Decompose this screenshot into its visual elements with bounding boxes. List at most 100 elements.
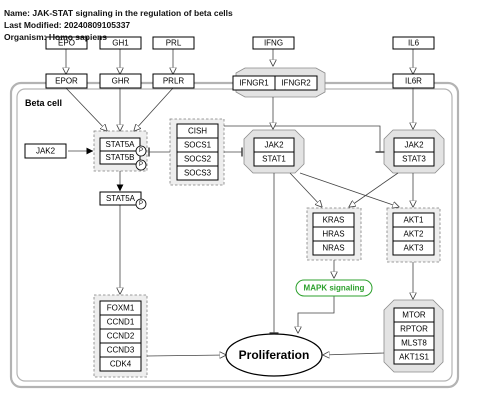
gene-akt2[interactable]: AKT2 (392, 226, 435, 242)
gene-cish[interactable]: CISH (176, 123, 219, 139)
organism: Organism: Homo sapiens (4, 32, 107, 42)
svg-text:CCND3: CCND3 (107, 346, 135, 355)
gene-foxm1[interactable]: FOXM1 (99, 300, 142, 316)
gene-rptor[interactable]: RPTOR (393, 321, 435, 337)
gene-kras[interactable]: KRAS (312, 212, 355, 228)
svg-text:P: P (139, 162, 143, 168)
gene-stat5a[interactable]: STAT5A (99, 137, 141, 152)
gene-hras[interactable]: HRAS (312, 226, 355, 242)
svg-text:HRAS: HRAS (322, 230, 344, 239)
svg-text:CCND2: CCND2 (107, 332, 135, 341)
svg-text:STAT3: STAT3 (402, 155, 426, 164)
svg-text:PRLR: PRLR (163, 77, 185, 86)
svg-text:P: P (139, 201, 143, 207)
svg-text:Proliferation: Proliferation (239, 348, 310, 362)
svg-text:SOCS3: SOCS3 (184, 169, 212, 178)
svg-text:AKT1S1: AKT1S1 (399, 353, 429, 362)
svg-text:GHR: GHR (112, 77, 130, 86)
gene-mlst8[interactable]: MLST8 (393, 335, 435, 351)
svg-text:STAT5A: STAT5A (105, 140, 135, 149)
gene-socs1[interactable]: SOCS1 (176, 137, 219, 153)
gene-ifngr2[interactable]: IFNGR2 (274, 75, 318, 91)
gene-gh1[interactable]: GH1 (99, 36, 142, 50)
gene-socs3[interactable]: SOCS3 (176, 165, 219, 181)
svg-text:RPTOR: RPTOR (400, 325, 428, 334)
svg-text:EPO: EPO (58, 39, 75, 48)
gene-mtor[interactable]: MTOR (393, 307, 435, 323)
svg-text:IL6: IL6 (408, 39, 420, 48)
compartment-label: Beta cell (25, 98, 62, 108)
edge-mapk-proliferation (298, 296, 335, 333)
gene-akt1[interactable]: AKT1 (392, 212, 435, 228)
svg-text:KRAS: KRAS (323, 216, 345, 225)
phospho-site-stat5b: P (135, 159, 147, 171)
svg-text:MLST8: MLST8 (401, 339, 427, 348)
gene-stat1[interactable]: STAT1 (253, 151, 295, 167)
gene-stat5a-phospho[interactable]: STAT5A (99, 191, 142, 206)
gene-akt3[interactable]: AKT3 (392, 240, 435, 256)
svg-text:CISH: CISH (188, 127, 207, 136)
svg-text:STAT5A: STAT5A (106, 194, 136, 203)
phospho-site-stat5a-p: P (135, 198, 147, 210)
svg-text:JAK2: JAK2 (404, 141, 424, 150)
edge-mtor-proliferation (323, 353, 385, 355)
pathway-mapk-signaling[interactable]: MAPK signaling (295, 279, 373, 297)
gene-cdk4[interactable]: CDK4 (99, 356, 142, 372)
edge-stat1-akt (299, 172, 399, 207)
pathway-name: Name: JAK-STAT signaling in the regulati… (4, 8, 233, 18)
svg-text:STAT1: STAT1 (262, 155, 286, 164)
gene-stat5b[interactable]: STAT5B (99, 150, 141, 165)
gene-stat3[interactable]: STAT3 (393, 151, 435, 167)
gene-il6[interactable]: IL6 (392, 36, 435, 50)
gene-epor[interactable]: EPOR (45, 73, 88, 89)
gene-jak2-right[interactable]: JAK2 (393, 137, 435, 153)
svg-text:JAK2: JAK2 (36, 147, 56, 156)
svg-text:CDK4: CDK4 (110, 360, 132, 369)
svg-text:SOCS2: SOCS2 (184, 155, 212, 164)
gene-prlr[interactable]: PRLR (152, 73, 195, 89)
gene-prl[interactable]: PRL (152, 36, 195, 50)
svg-text:STAT5B: STAT5B (105, 153, 134, 162)
svg-text:IFNGR1: IFNGR1 (239, 79, 269, 88)
edge-epor-stat5 (65, 87, 107, 131)
gene-epo[interactable]: EPO (45, 36, 88, 50)
svg-text:P: P (139, 148, 143, 154)
edge-stat1-ras (289, 172, 322, 207)
gene-jak2-mid[interactable]: JAK2 (253, 137, 295, 153)
svg-text:PRL: PRL (166, 39, 182, 48)
gene-ifng[interactable]: IFNG (252, 36, 295, 50)
svg-text:JAK2: JAK2 (264, 141, 284, 150)
svg-text:MTOR: MTOR (402, 311, 426, 320)
svg-text:NRAS: NRAS (322, 244, 344, 253)
gene-akt1s1[interactable]: AKT1S1 (393, 349, 435, 365)
svg-text:IFNGR2: IFNGR2 (281, 79, 311, 88)
svg-text:MAPK signaling: MAPK signaling (304, 284, 365, 293)
gene-ifngr1[interactable]: IFNGR1 (232, 75, 276, 91)
gene-ghr[interactable]: GHR (99, 73, 142, 89)
svg-text:AKT1: AKT1 (403, 216, 424, 225)
interaction-edges (66, 49, 413, 356)
edge-prlr-stat5 (134, 87, 174, 131)
edge-stat3-ras (349, 172, 399, 207)
gene-nras[interactable]: NRAS (312, 240, 355, 256)
gene-socs2[interactable]: SOCS2 (176, 151, 219, 167)
svg-text:IFNG: IFNG (264, 39, 283, 48)
svg-text:FOXM1: FOXM1 (107, 304, 135, 313)
gene-ccnd2[interactable]: CCND2 (99, 328, 142, 344)
phospho-site-stat5a: P (135, 145, 147, 157)
svg-text:AKT2: AKT2 (403, 230, 424, 239)
gene-ccnd1[interactable]: CCND1 (99, 314, 142, 330)
gene-jak2-left[interactable]: JAK2 (24, 143, 67, 159)
gene-ccnd3[interactable]: CCND3 (99, 342, 142, 358)
last-modified: Last Modified: 20240809105337 (4, 20, 131, 30)
svg-text:IL6R: IL6R (405, 77, 422, 86)
svg-text:SOCS1: SOCS1 (184, 141, 212, 150)
gene-il6r[interactable]: IL6R (392, 73, 435, 89)
svg-text:EPOR: EPOR (55, 77, 78, 86)
phenotype-proliferation[interactable]: Proliferation (225, 333, 323, 377)
svg-text:GH1: GH1 (112, 39, 129, 48)
edge-cellcycle-proliferation (146, 355, 226, 356)
svg-text:AKT3: AKT3 (403, 244, 424, 253)
svg-text:CCND1: CCND1 (107, 318, 135, 327)
